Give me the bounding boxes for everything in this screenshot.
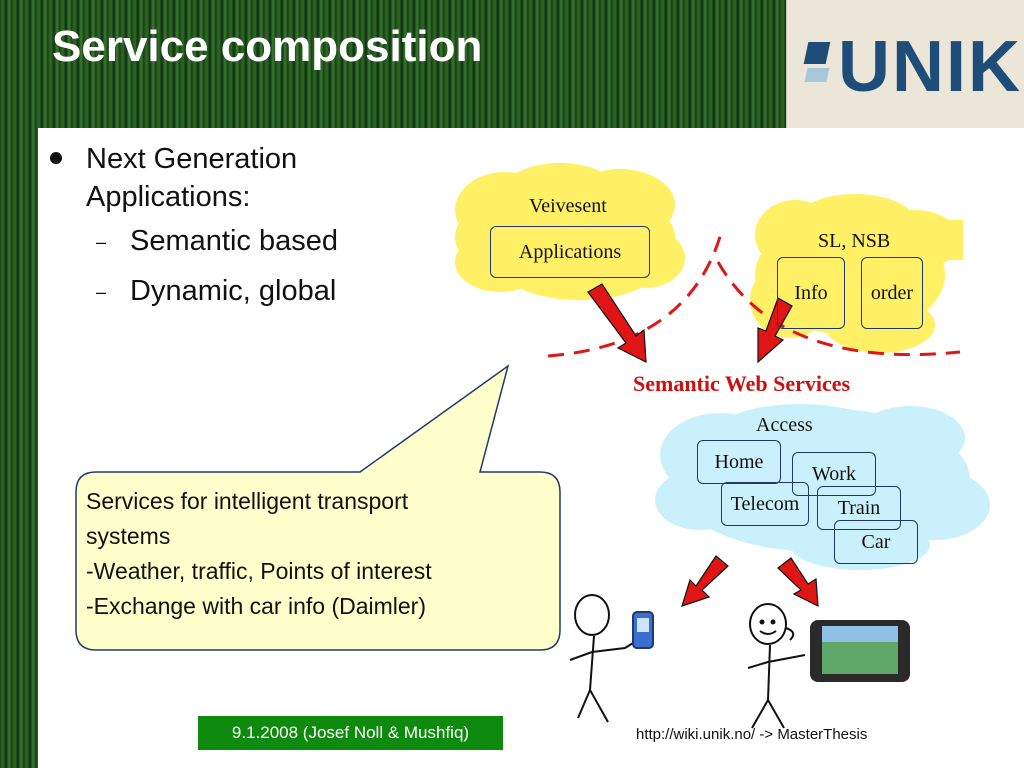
sub-bullet-semantic: – Semantic based	[96, 225, 338, 258]
callout-text: Services for intelligent transport syste…	[86, 484, 546, 624]
cloud-veivesent	[455, 163, 685, 300]
callout-bubble	[75, 364, 561, 651]
cloud-sl-nsb	[750, 194, 963, 353]
cloud-access	[655, 404, 990, 570]
train-box: Train	[817, 486, 901, 530]
logo-panel	[786, 0, 1024, 128]
sub-bullet-dynamic: – Dynamic, global	[96, 275, 336, 308]
semantic-web-services-label: Semantic Web Services	[633, 371, 851, 396]
cloud2-title: SL, NSB	[818, 230, 891, 252]
main-bullet: Next Generation Applications:	[50, 140, 350, 216]
user-with-tablet-icon	[747, 603, 806, 729]
left-decor-strip	[0, 128, 38, 768]
main-bullet-text: Next Generation Applications:	[86, 143, 298, 213]
unik-logo: UNIK	[838, 27, 1022, 107]
order-box: order	[861, 257, 923, 329]
tablet-device-icon	[810, 620, 910, 682]
sub-bullet-text: Semantic based	[130, 225, 338, 257]
home-box: Home	[697, 440, 781, 484]
dashed-boundary-left	[547, 229, 724, 358]
dashed-boundary-right	[716, 261, 961, 356]
dash-icon: –	[96, 231, 107, 252]
footer-url[interactable]: http://wiki.unik.no/ -> MasterThesis	[636, 726, 868, 743]
bullet-dot-icon	[50, 152, 62, 164]
access-title: Access	[756, 414, 813, 436]
cloud1-title: Veivesent	[529, 195, 607, 217]
applications-box: Applications	[490, 226, 650, 278]
sub-bullet-text: Dynamic, global	[130, 275, 337, 307]
telecom-box: Telecom	[721, 482, 809, 526]
arrow-info-icon	[757, 297, 793, 364]
dash-icon: –	[96, 281, 107, 302]
callout-line: Services for intelligent transport	[86, 488, 409, 514]
user-with-phone-icon	[569, 594, 654, 723]
slide-title: Service composition	[52, 22, 483, 71]
callout-line: systems	[86, 523, 171, 549]
footer-date: 9.1.2008 (Josef Noll & Mushfiq)	[198, 716, 503, 750]
work-box: Work	[792, 452, 876, 496]
arrow-applications-icon	[587, 283, 647, 364]
arrow-phone-user-icon	[681, 555, 729, 607]
arrow-car-user-icon	[777, 557, 819, 608]
info-box: Info	[777, 257, 845, 329]
callout-line: -Weather, traffic, Points of interest	[86, 558, 432, 584]
header-bar	[0, 0, 790, 128]
callout-line: -Exchange with car info (Daimler)	[86, 593, 427, 619]
car-box: Car	[834, 520, 918, 564]
